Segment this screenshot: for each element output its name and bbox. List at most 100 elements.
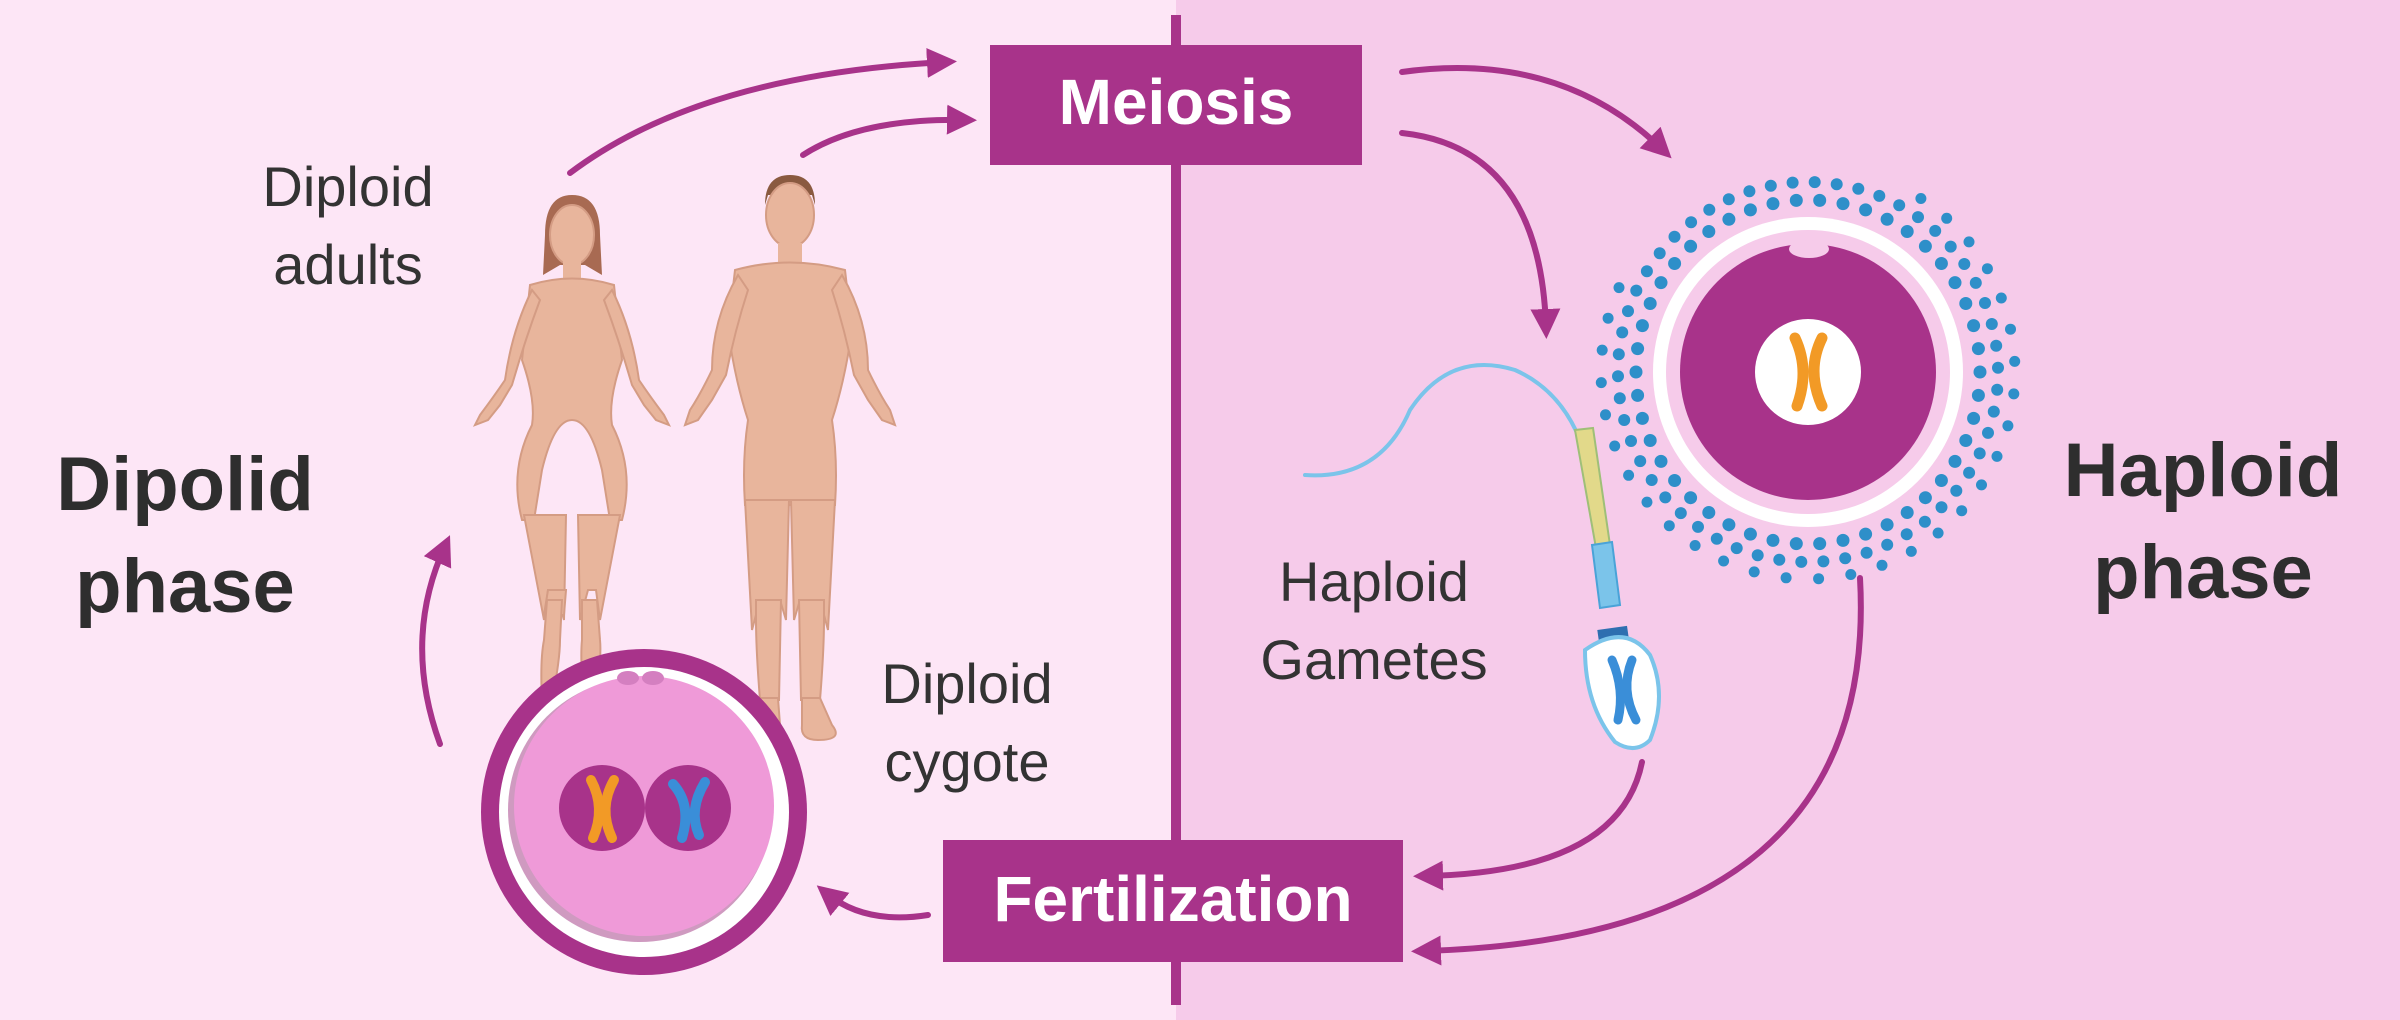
cycle-arrows — [419, 47, 1864, 966]
follicle-dot — [1596, 344, 1608, 356]
arrow-adults-to-meiosis-2 — [800, 104, 977, 158]
diploid-cygote-label-line2: cygote — [885, 730, 1050, 793]
follicle-dot — [1703, 203, 1716, 216]
follicle-dot — [1836, 197, 1850, 211]
follicle-dot — [1640, 265, 1653, 278]
follicle-dot — [1692, 520, 1704, 533]
follicle-dot — [1789, 537, 1803, 551]
follicle-dot — [1623, 469, 1635, 481]
diploid-adults-label-line2: adults — [273, 233, 422, 296]
follicle-dot — [1948, 454, 1962, 468]
follicle-dot — [1634, 455, 1647, 468]
follicle-dot — [1685, 216, 1698, 229]
follicle-dot — [1643, 434, 1657, 447]
follicle-dot — [1836, 533, 1850, 547]
follicle-dot — [1645, 474, 1658, 486]
diploid-adults-label-line1: Diploid — [262, 155, 433, 218]
follicle-dot — [1959, 297, 1973, 310]
follicle-dot — [1674, 507, 1687, 520]
follicle-dot — [1935, 501, 1948, 514]
follicle-dot — [1918, 491, 1932, 505]
follicle-dot — [1635, 319, 1649, 333]
follicle-dot — [1595, 377, 1607, 389]
follicle-dot — [1905, 545, 1917, 557]
arrow-zygote-to-adults — [419, 535, 452, 747]
follicle-dot — [1668, 230, 1681, 243]
follicle-dot — [1881, 538, 1894, 551]
follicle-dot — [1852, 182, 1865, 195]
follicle-dot — [1817, 555, 1830, 568]
follicle-dot — [1915, 193, 1927, 204]
arrow-fertilization-to-zygote — [816, 885, 931, 921]
follicle-dot — [1948, 276, 1962, 290]
fertilization-box: Fertilization — [943, 840, 1403, 962]
follicle-dot — [1979, 297, 1991, 309]
zygote-chromosome-blue — [668, 777, 710, 843]
follicle-dot — [1859, 203, 1873, 217]
follicle-dot — [1684, 239, 1698, 253]
follicle-dot — [1880, 212, 1894, 226]
haploid-sperm-cell — [1303, 363, 1661, 750]
follicle-dot — [1653, 247, 1666, 260]
follicle-dot — [1973, 365, 1987, 379]
follicle-dot — [1609, 440, 1621, 452]
follicle-dot — [1845, 569, 1857, 580]
follicle-dot — [1900, 528, 1913, 541]
follicle-dot — [1718, 555, 1730, 567]
follicle-dot — [2005, 323, 2016, 335]
follicle-dot — [1616, 326, 1629, 339]
follicle-dot — [1789, 193, 1803, 207]
follicle-dot — [1643, 297, 1657, 310]
follicle-dot — [1967, 411, 1981, 425]
follicle-dot — [1722, 518, 1736, 532]
follicle-dot — [1880, 518, 1894, 532]
follicle-dot — [1702, 506, 1716, 519]
arrow-egg-to-fertilization — [1411, 575, 1864, 966]
follicle-dot — [1622, 305, 1634, 318]
follicle-dot — [1654, 276, 1668, 290]
arrow-sperm-to-fertilization — [1413, 759, 1645, 891]
follicle-dot — [1625, 435, 1637, 447]
follicle-dot — [1991, 383, 2004, 396]
follicle-dot — [1612, 348, 1625, 361]
follicle-dot — [1971, 388, 1985, 402]
zygote-chromosome-orange — [586, 775, 619, 843]
follicle-dot — [1602, 312, 1614, 324]
dipolid-phase-heading-line2: phase — [75, 544, 295, 629]
follicle-dot — [1967, 319, 1981, 333]
follicle-dot — [1985, 318, 1998, 330]
follicle-dot — [1618, 414, 1631, 426]
follicle-dot — [1963, 236, 1975, 248]
follicle-dot — [1976, 479, 1987, 491]
follicle-dot — [1958, 258, 1971, 270]
follicle-dot — [1722, 193, 1735, 206]
follicle-dot — [1631, 342, 1645, 356]
follicle-dot — [1743, 527, 1757, 541]
follicle-dot — [1995, 292, 2007, 304]
follicle-dot — [1860, 546, 1873, 559]
follicle-dot — [1990, 339, 2003, 352]
follicle-dot — [1630, 284, 1643, 297]
follicle-dot — [1689, 540, 1701, 551]
follicle-dot — [1839, 552, 1852, 565]
follicle-dot — [1992, 361, 2004, 374]
follicle-dot — [1629, 365, 1643, 379]
arrow-adults-to-meiosis-1 — [567, 47, 957, 176]
follicle-dot — [1766, 197, 1780, 211]
follicle-dot — [1944, 240, 1957, 253]
follicle-dot — [1912, 211, 1924, 224]
follicle-dot — [1668, 257, 1682, 270]
diploid-cygote-label-line1: Diploid — [881, 652, 1052, 715]
follicle-dot — [1631, 388, 1645, 402]
follicle-dot — [1635, 411, 1649, 425]
follicle-dot — [1795, 555, 1808, 568]
follicle-dot — [1684, 491, 1698, 505]
follicle-dot — [1971, 342, 1985, 356]
follicle-dot — [1748, 566, 1760, 578]
follicle-dot — [1786, 176, 1799, 189]
sperm-chromosome — [1607, 655, 1641, 725]
follicle-dot — [1813, 573, 1825, 585]
follicle-dot — [1934, 257, 1948, 270]
